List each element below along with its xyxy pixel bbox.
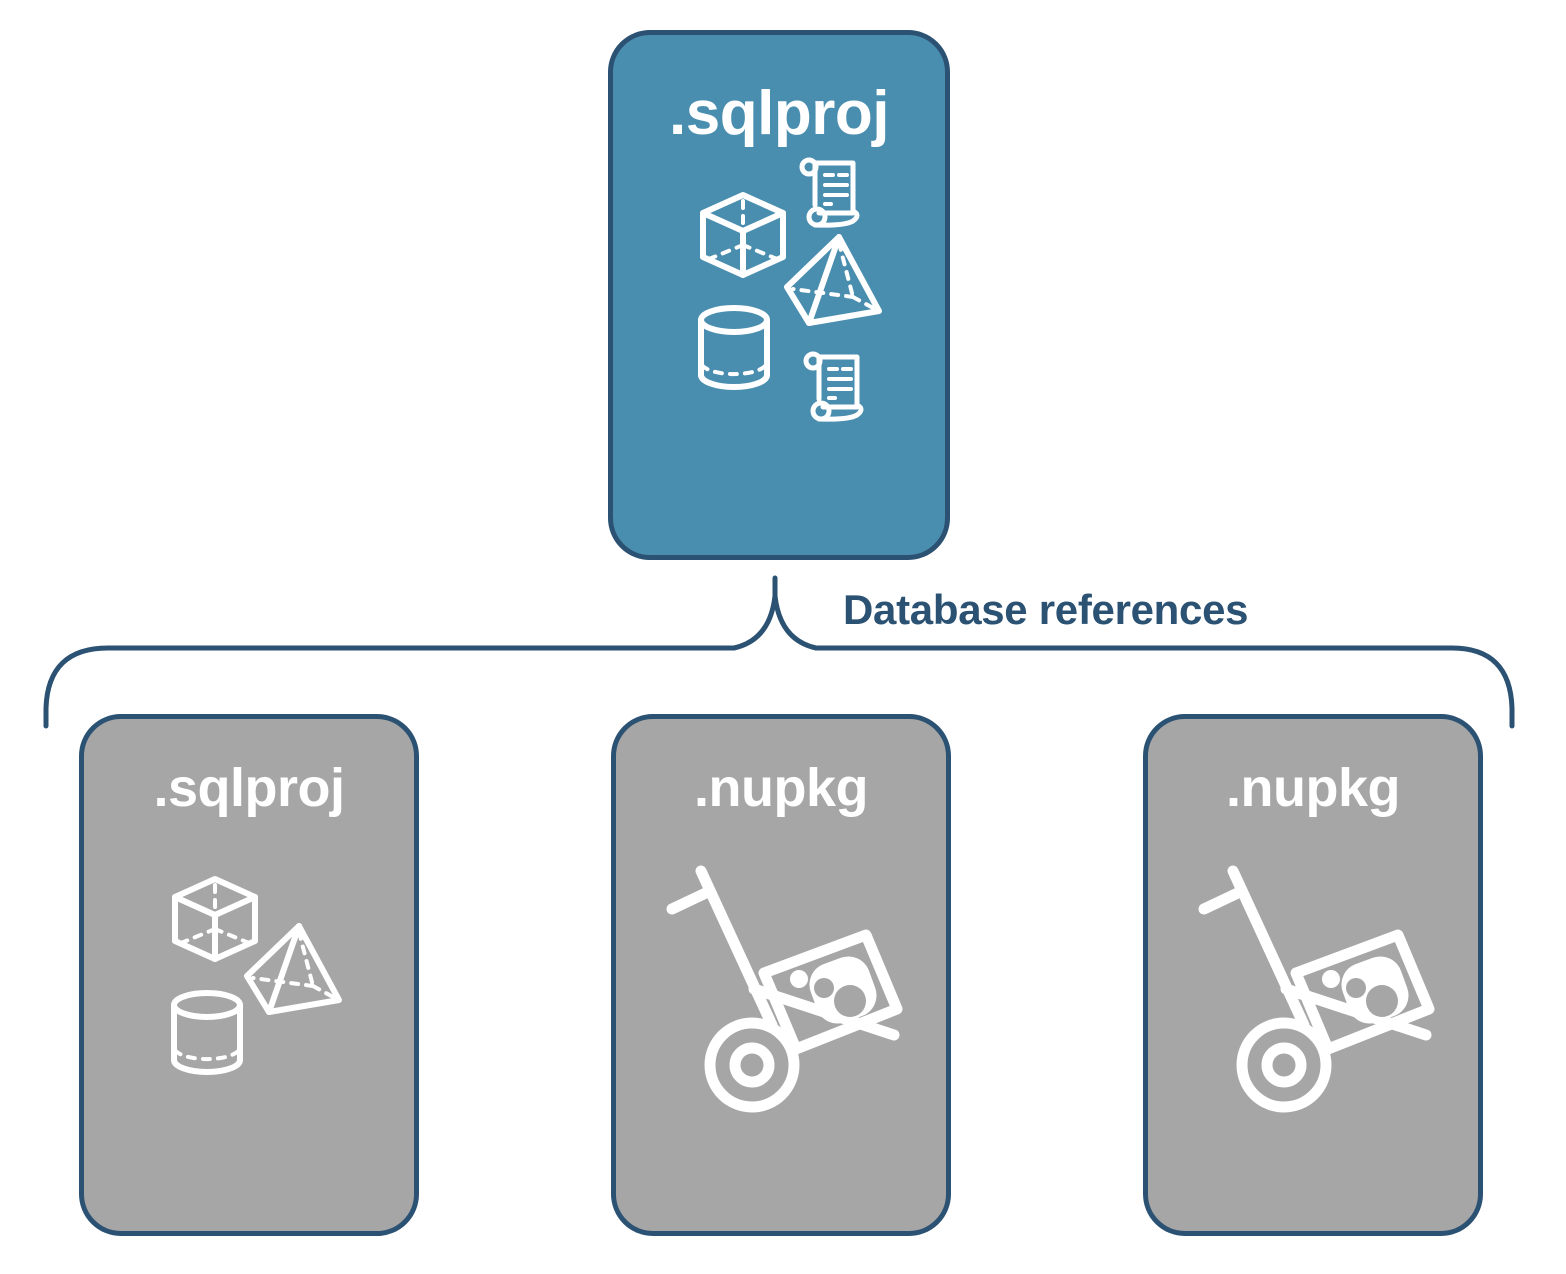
hand-truck-package-icon: [666, 865, 903, 1113]
reference-icon-group: [616, 815, 946, 1231]
cylinder-icon: [171, 990, 243, 1075]
hand-truck-package-icon: [1198, 865, 1435, 1113]
pyramid-icon: [784, 234, 882, 326]
node-sqlproj-reference[interactable]: .sqlproj: [79, 714, 419, 1236]
node-nupkg-reference-1[interactable]: .nupkg: [611, 714, 951, 1236]
cylinder-icon: [698, 305, 770, 390]
scroll-icon: [799, 157, 860, 228]
scroll-icon: [803, 351, 864, 422]
node-label: .nupkg: [694, 758, 868, 818]
primary-icon-group: [613, 145, 945, 555]
pyramid-icon: [244, 923, 342, 1015]
node-nupkg-reference-2[interactable]: .nupkg: [1143, 714, 1483, 1236]
node-label: .sqlproj: [669, 79, 889, 148]
cube-icon: [172, 876, 258, 962]
connector-label: Database references: [843, 586, 1249, 633]
node-label: .sqlproj: [153, 758, 345, 818]
reference-icon-group: [84, 815, 414, 1231]
node-sqlproj-primary[interactable]: .sqlproj: [608, 30, 950, 560]
reference-icon-group: [1148, 815, 1478, 1231]
cube-icon: [700, 192, 786, 278]
node-label: .nupkg: [1226, 758, 1400, 818]
